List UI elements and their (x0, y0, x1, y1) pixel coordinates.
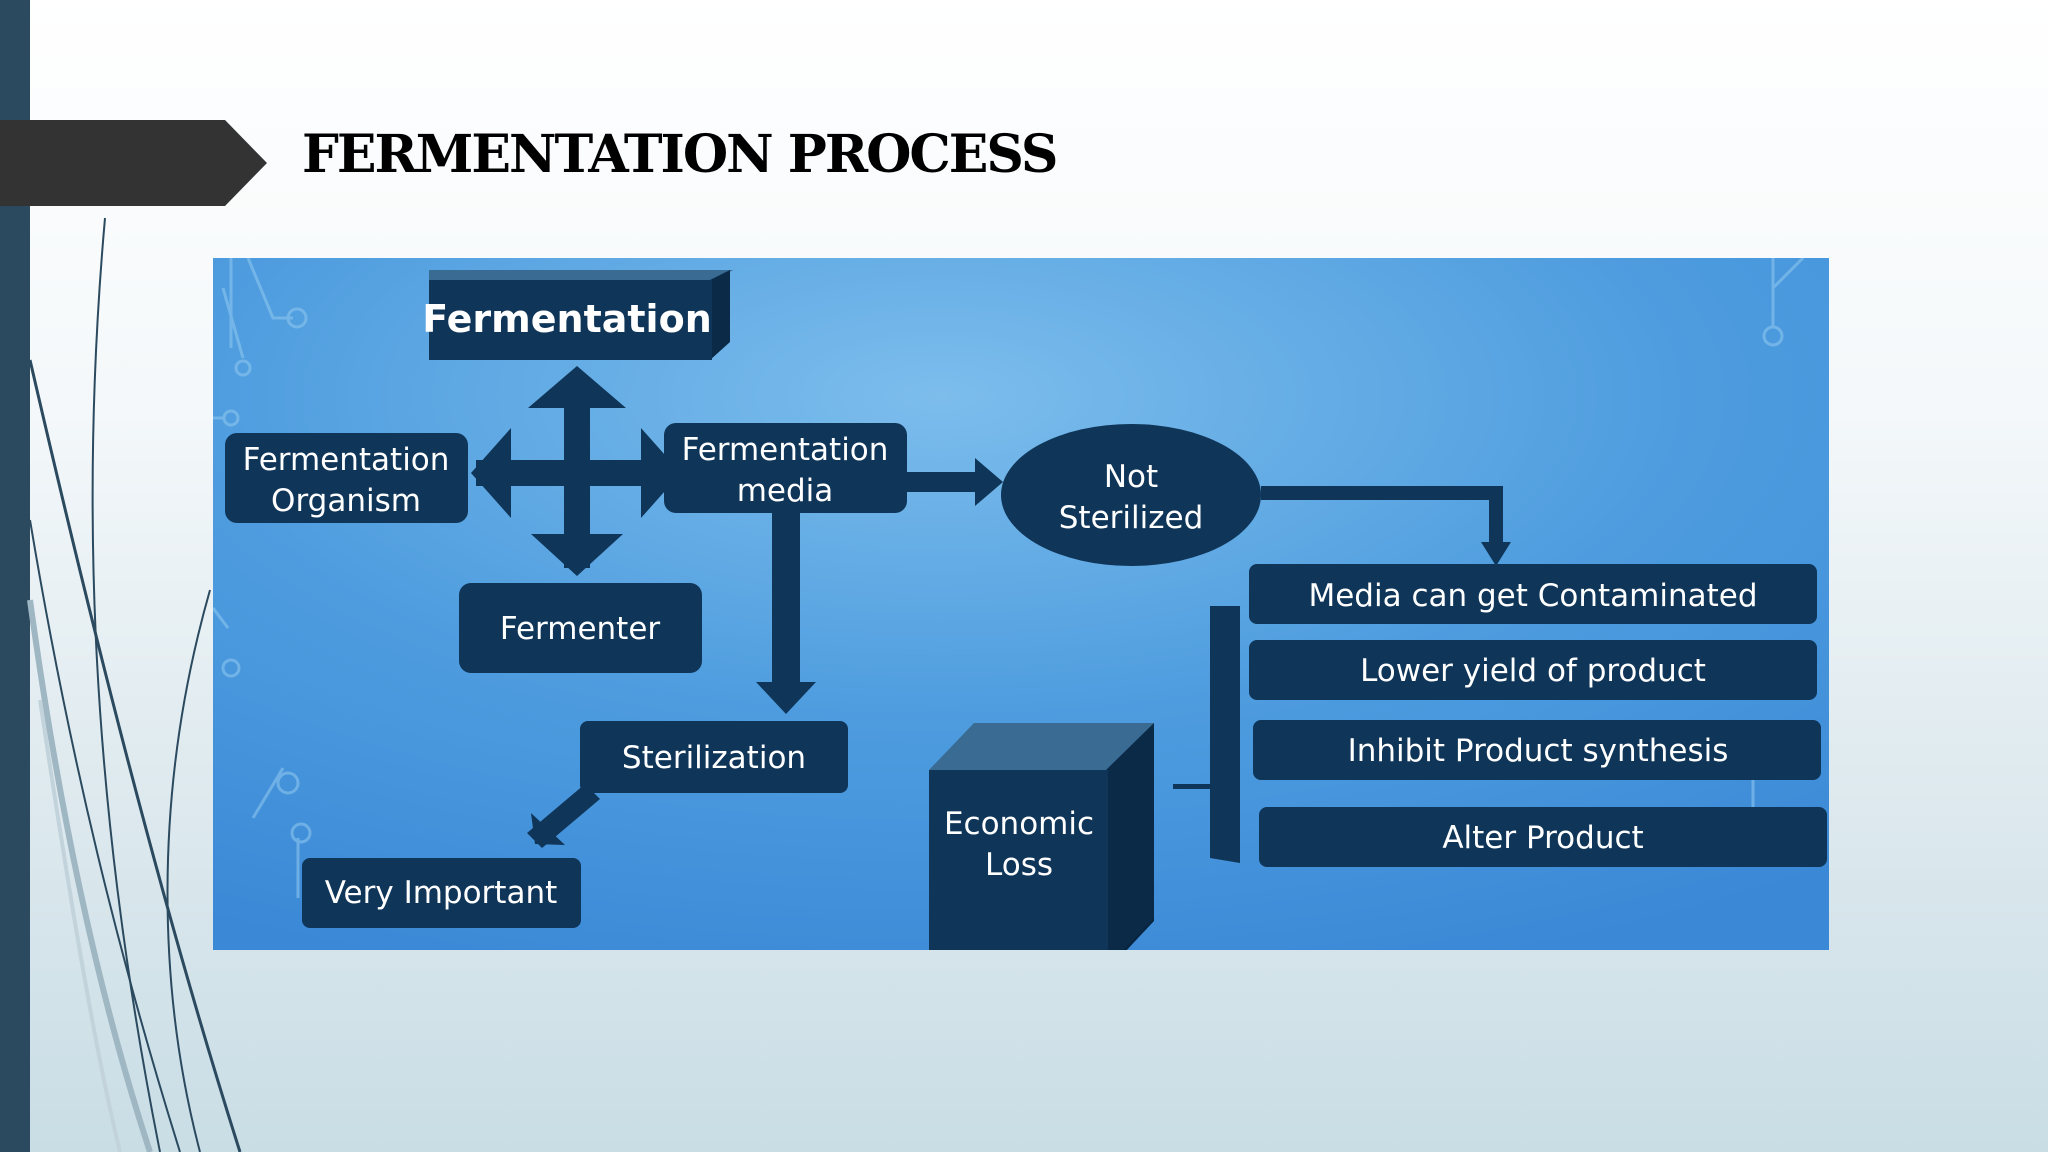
alter-label: Alter Product (1442, 820, 1643, 856)
inhibit-label: Inhibit Product synthesis (1348, 733, 1729, 769)
not-sterilized-line1: Not (1104, 459, 1158, 495)
organism-label-line2: Organism (271, 483, 421, 519)
title-arrow-tab (0, 120, 267, 206)
economic-loss-line1: Economic (944, 806, 1094, 842)
fermentation-organism-node: Fermentation Organism (225, 433, 468, 523)
sterilization-node: Sterilization (580, 721, 848, 793)
fermentation-flow-diagram: Fermentation Fermentation Organism Ferme… (213, 258, 1829, 950)
very-important-label: Very Important (325, 875, 558, 911)
lower-yield-label: Lower yield of product (1360, 653, 1706, 689)
not-sterilized-line2: Sterilized (1059, 500, 1204, 536)
fermenter-label: Fermenter (500, 611, 661, 647)
effect-lower-yield: Lower yield of product (1249, 640, 1817, 700)
fermentation-media-node: Fermentation media (664, 423, 907, 513)
contaminated-label: Media can get Contaminated (1308, 578, 1757, 614)
effect-alter-product: Alter Product (1259, 807, 1827, 867)
very-important-node: Very Important (302, 858, 581, 928)
arrow-not-sterilized-to-effects (1261, 486, 1511, 566)
arrow-sterilization-to-very-important (527, 784, 600, 848)
fermentation-node: Fermentation (422, 270, 733, 360)
fermenter-node: Fermenter (459, 583, 702, 673)
slide-title: FERMENTATION PROCESS (302, 124, 1058, 185)
effect-inhibit-synthesis: Inhibit Product synthesis (1253, 720, 1821, 780)
media-label-line1: Fermentation (682, 432, 889, 468)
decorative-swoosh-lines (27, 217, 242, 1152)
effect-contaminated: Media can get Contaminated (1249, 564, 1817, 624)
sterilization-label: Sterilization (622, 740, 806, 776)
not-sterilized-node: Not Sterilized (1001, 424, 1261, 566)
effects-bracket (1173, 606, 1240, 863)
media-label-line2: media (737, 473, 834, 509)
arrow-media-to-sterilization (756, 513, 816, 714)
economic-loss-node: Economic Loss (929, 723, 1154, 950)
four-way-arrow (471, 366, 681, 576)
organism-label-line1: Fermentation (243, 442, 450, 478)
fermentation-label: Fermentation (422, 297, 712, 341)
arrow-media-to-not-sterilized (907, 458, 1003, 506)
economic-loss-line2: Loss (985, 847, 1053, 883)
